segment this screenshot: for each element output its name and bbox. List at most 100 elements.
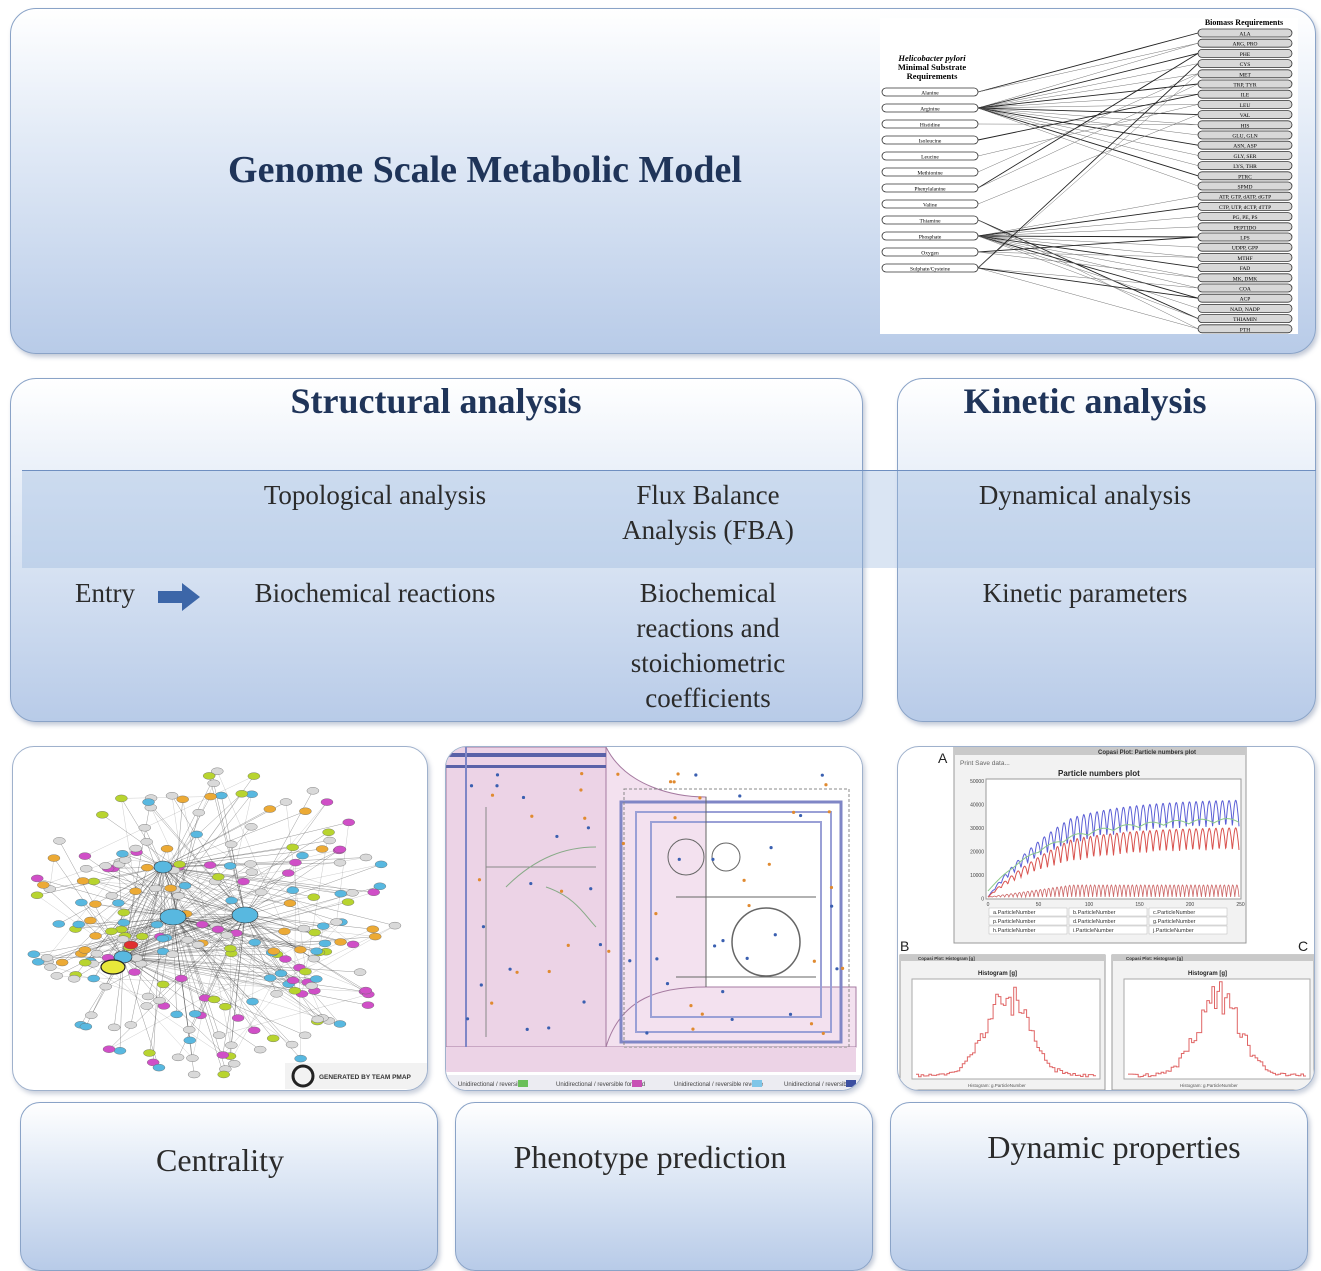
structural-analysis-title: Structural analysis <box>290 381 582 421</box>
network-node <box>78 852 92 860</box>
pathway-metabolite <box>598 942 603 947</box>
pathway-metabolite <box>769 846 773 850</box>
network-node <box>76 877 90 885</box>
plot-legend-box <box>1148 925 1228 935</box>
network-node <box>294 946 307 954</box>
inset-heading-line-3: Requirements <box>907 71 959 81</box>
substrate-label: Isoleucine <box>919 139 942 145</box>
network-node <box>202 772 216 780</box>
network-node <box>204 792 217 801</box>
network-edge <box>162 866 232 954</box>
pathway-metabolite <box>829 885 834 890</box>
window-b-title: Copasi Plot: Histogram [g] <box>918 956 975 961</box>
network-node <box>227 1060 241 1068</box>
network-node <box>157 980 170 989</box>
network-node <box>367 888 380 896</box>
pathway-metabolite <box>691 1027 695 1031</box>
pathway-metabolite <box>809 1022 814 1026</box>
network-node <box>270 990 283 998</box>
network-node <box>192 808 205 817</box>
substrate-link <box>977 251 1199 258</box>
substrate-link <box>977 123 1199 126</box>
network-node <box>188 1010 202 1018</box>
network-node <box>99 862 112 870</box>
biomass-label: PEPTIDO <box>1234 225 1257 231</box>
substrate-biomass-inset: Helicobacter pylori Minimal Substrate Re… <box>880 18 1298 334</box>
network-edge <box>172 812 199 918</box>
network-edge <box>121 796 211 799</box>
stoichiometric-label-line-2: reactions and <box>636 613 780 643</box>
substrate-label: Valine <box>923 203 938 209</box>
pathway-metabolite <box>824 783 828 787</box>
biomass-label: MK, DMK <box>1233 276 1257 282</box>
network-edge <box>122 956 369 1006</box>
y-tick-label: 50000 <box>970 779 984 785</box>
x-tick-label: 100 <box>1085 902 1094 908</box>
network-node <box>129 887 142 895</box>
pathway-metabolite <box>508 967 512 971</box>
network-node <box>112 899 125 907</box>
network-node <box>190 830 203 839</box>
network-node <box>245 868 259 876</box>
metabolic-pathway-map: Unidirectional / reversible Unidirection… <box>446 747 862 1090</box>
pathway-metabolite <box>791 810 796 814</box>
substrate-node <box>881 199 979 209</box>
network-edge <box>130 866 164 1025</box>
plot-legend-item: i.ParticleNumber <box>1073 928 1114 934</box>
network-node <box>231 1014 245 1022</box>
network-node <box>105 927 118 936</box>
pathway-metabolite <box>668 780 673 784</box>
substrate-label: Phenylalanine <box>914 187 946 193</box>
network-node <box>79 958 92 967</box>
biomass-node <box>1197 232 1293 242</box>
pathway-metabolite <box>621 841 625 846</box>
network-edge <box>84 775 254 857</box>
network-edge <box>222 914 246 1056</box>
network-node <box>310 975 323 983</box>
network-edge <box>162 866 318 1022</box>
plot-legend-item: j.ParticleNumber <box>1152 928 1194 934</box>
network-edge <box>107 866 164 958</box>
network-node <box>341 898 355 906</box>
network-edge <box>111 895 318 1020</box>
network-node <box>253 1045 267 1054</box>
pathway-metabolite <box>721 989 725 994</box>
substrate-link <box>977 251 1199 279</box>
network-edge <box>172 916 301 1059</box>
substrate-link <box>977 53 1199 189</box>
biomass-node <box>1197 171 1293 181</box>
substrate-link <box>977 104 1199 157</box>
biomass-label: GLU, GLN <box>1232 134 1257 140</box>
network-node <box>334 889 347 898</box>
network-edge <box>170 888 317 980</box>
inset-biomass-heading: Biomass Requirements <box>1205 18 1283 27</box>
network-edge <box>122 872 289 958</box>
network-edge <box>162 848 323 868</box>
network-node <box>219 1002 232 1011</box>
pathway-metabolite <box>566 943 570 947</box>
network-node <box>75 898 88 907</box>
substrate-link <box>977 32 1199 93</box>
network-edge <box>122 956 361 973</box>
network-node <box>346 940 360 949</box>
biomass-label: UDPP, GPP <box>1232 246 1258 252</box>
substrate-link <box>977 235 1199 238</box>
network-edge <box>152 866 164 1063</box>
biomass-node <box>1197 161 1293 171</box>
network-edge <box>119 956 124 1051</box>
pathway-metabolite <box>645 1031 649 1035</box>
plot-legend-item: g.ParticleNumber <box>1153 919 1196 925</box>
substrate-node <box>881 151 979 161</box>
biomass-node <box>1197 110 1293 119</box>
biomass-node <box>1197 303 1293 313</box>
network-node <box>359 853 373 862</box>
network-edge <box>49 858 55 890</box>
pathway-metabolite <box>555 834 559 839</box>
network-node <box>178 882 192 890</box>
network-edge <box>81 902 293 1045</box>
entry-arrow-icon <box>158 583 200 611</box>
x-tick-label: 150 <box>1135 902 1144 908</box>
network-node <box>286 843 299 852</box>
network-node <box>171 1053 185 1062</box>
network-node <box>308 928 321 937</box>
